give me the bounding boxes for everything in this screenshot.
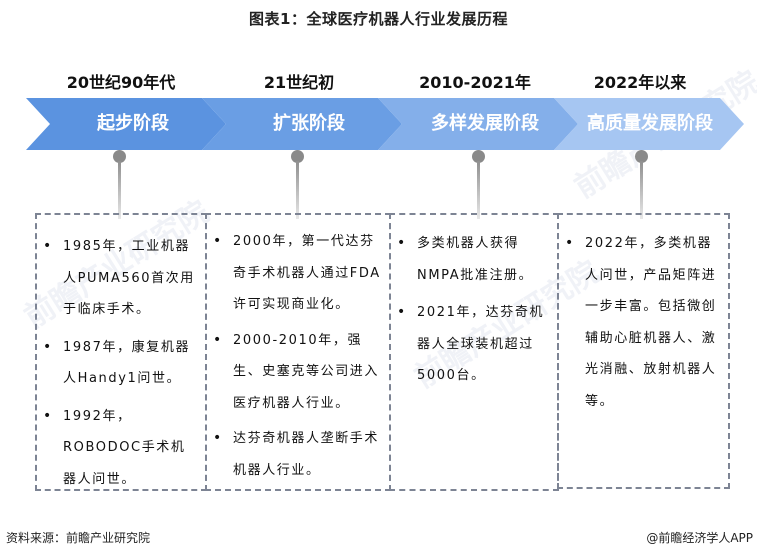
stage-chevron-2: 扩张阶段	[202, 98, 402, 150]
stage-detail-box-4: 2022年，多类机器人问世，产品矩阵进一步丰富。包括微创辅助心脏机器人、激光消融…	[557, 213, 730, 489]
list-item: 1987年，康复机器人Handy1问世。	[37, 332, 197, 395]
credit-note: @前瞻经济学人APP	[646, 531, 753, 545]
chevron-arrow-shape	[378, 98, 578, 150]
timeline-pin-4	[634, 150, 648, 219]
stage-label-2: 扩张阶段	[273, 113, 345, 134]
stage-chevron-1: 起步阶段	[26, 98, 226, 150]
chevron-arrow-shape	[202, 98, 402, 150]
pin-stem	[117, 161, 121, 219]
stage-chevron-4: 高质量发展阶段	[554, 98, 744, 150]
stage-chevron-3: 多样发展阶段	[378, 98, 578, 150]
stage-label-1: 起步阶段	[97, 113, 169, 134]
timeline-pin-2	[290, 150, 304, 219]
stage-detail-box-1: 1985年，工业机器人PUMA560首次用于临床手术。 1987年，康复机器人H…	[35, 213, 207, 491]
period-heading-4: 2022年以来	[593, 73, 687, 92]
timeline-pin-3	[471, 150, 485, 219]
pin-dot-icon	[290, 150, 304, 163]
period-heading-1: 20世纪90年代	[66, 73, 176, 92]
stage-detail-box-2: 2000年，第一代达芬奇手术机器人通过FDA许可实现商业化。 2000-2010…	[205, 213, 391, 491]
source-note: 资料来源：前瞻产业研究院	[6, 531, 151, 545]
list-item: 2000-2010年，强生、史塞克等公司进入医疗机器人行业。	[207, 325, 383, 420]
period-heading-3: 2010-2021年	[419, 73, 531, 92]
list-item: 1992年，ROBODOC手术机器人问世。	[37, 401, 197, 496]
list-item: 多类机器人获得NMPA批准注册。	[391, 228, 549, 291]
pin-dot-icon	[112, 150, 126, 163]
list-item: 2000年，第一代达芬奇手术机器人通过FDA许可实现商业化。	[207, 226, 383, 321]
chart-title: 图表1：全球医疗机器人行业发展历程	[249, 10, 508, 28]
list-item: 达芬奇机器人垄断手术机器人行业。	[207, 423, 383, 486]
pin-dot-icon	[471, 150, 485, 163]
pin-stem	[639, 161, 643, 219]
stage-label-3: 多样发展阶段	[431, 113, 539, 134]
timeline-pin-1	[112, 150, 126, 219]
list-item: 2021年，达芬奇机器人全球装机超过5000台。	[391, 297, 549, 392]
stage-label-4: 高质量发展阶段	[587, 113, 713, 134]
chevron-arrow-shape	[554, 98, 744, 150]
period-heading-2: 21世纪初	[263, 73, 335, 92]
pin-stem	[476, 161, 480, 219]
list-item: 1985年，工业机器人PUMA560首次用于临床手术。	[37, 231, 197, 326]
list-item: 2022年，多类机器人问世，产品矩阵进一步丰富。包括微创辅助心脏机器人、激光消融…	[559, 228, 722, 417]
pin-dot-icon	[634, 150, 648, 163]
chevron-arrow-shape	[26, 98, 226, 150]
pin-stem	[295, 161, 299, 219]
stage-detail-box-3: 多类机器人获得NMPA批准注册。 2021年，达芬奇机器人全球装机超过5000台…	[389, 213, 559, 491]
